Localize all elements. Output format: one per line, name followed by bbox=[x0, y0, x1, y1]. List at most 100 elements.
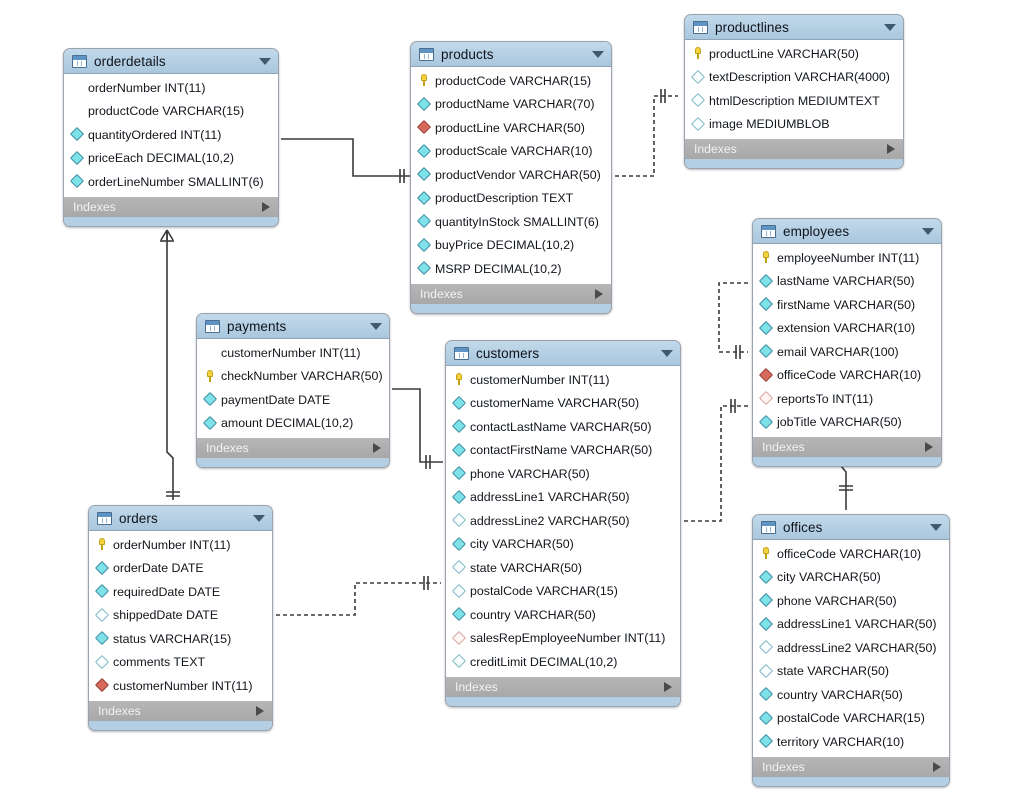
chevron-right-icon[interactable] bbox=[925, 442, 933, 452]
column-row[interactable]: productLine VARCHAR(50) bbox=[685, 42, 903, 66]
column-row[interactable]: addressLine2 VARCHAR(50) bbox=[446, 509, 680, 533]
column-row[interactable]: shippedDate DATE bbox=[89, 604, 272, 628]
column-row[interactable]: creditLimit DECIMAL(10,2) bbox=[446, 650, 680, 674]
column-row[interactable]: phone VARCHAR(50) bbox=[446, 462, 680, 486]
chevron-right-icon[interactable] bbox=[933, 761, 941, 772]
column-row[interactable]: jobTitle VARCHAR(50) bbox=[753, 411, 941, 435]
column-row[interactable]: htmlDescription MEDIUMTEXT bbox=[685, 89, 903, 113]
column-row[interactable]: productCode VARCHAR(15) bbox=[64, 100, 278, 124]
chevron-down-icon[interactable] bbox=[259, 57, 271, 65]
column-row[interactable]: productCode VARCHAR(15) bbox=[411, 69, 611, 93]
table-header-orderdetails[interactable]: orderdetails bbox=[64, 49, 278, 74]
chevron-down-icon[interactable] bbox=[253, 514, 265, 522]
column-row[interactable]: phone VARCHAR(50) bbox=[753, 589, 949, 613]
indexes-section-customers[interactable]: Indexes bbox=[446, 675, 680, 697]
column-row[interactable]: MSRP DECIMAL(10,2) bbox=[411, 257, 611, 281]
column-row[interactable]: comments TEXT bbox=[89, 651, 272, 675]
column-row[interactable]: state VARCHAR(50) bbox=[753, 660, 949, 684]
table-header-productlines[interactable]: productlines bbox=[685, 15, 903, 40]
indexes-section-offices[interactable]: Indexes bbox=[753, 755, 949, 777]
column-row[interactable]: country VARCHAR(50) bbox=[753, 683, 949, 707]
column-row[interactable]: customerName VARCHAR(50) bbox=[446, 392, 680, 416]
column-row[interactable]: addressLine1 VARCHAR(50) bbox=[446, 486, 680, 510]
indexes-section-orderdetails[interactable]: Indexes bbox=[64, 195, 278, 217]
chevron-right-icon[interactable] bbox=[262, 201, 270, 212]
column-row[interactable]: city VARCHAR(50) bbox=[446, 533, 680, 557]
column-row[interactable]: quantityOrdered INT(11) bbox=[64, 123, 278, 147]
chevron-right-icon[interactable] bbox=[256, 705, 264, 716]
indexes-section-payments[interactable]: Indexes bbox=[197, 437, 389, 458]
chevron-down-icon[interactable] bbox=[884, 23, 896, 31]
column-row[interactable]: paymentDate DATE bbox=[197, 388, 389, 412]
column-row[interactable]: status VARCHAR(15) bbox=[89, 627, 272, 651]
table-header-orders[interactable]: orders bbox=[89, 506, 272, 531]
table-header-products[interactable]: products bbox=[411, 42, 611, 67]
column-row[interactable]: orderNumber INT(11) bbox=[64, 76, 278, 100]
chevron-down-icon[interactable] bbox=[922, 227, 934, 235]
table-header-customers[interactable]: customers bbox=[446, 341, 680, 366]
column-row[interactable]: requiredDate DATE bbox=[89, 580, 272, 604]
column-row[interactable]: lastName VARCHAR(50) bbox=[753, 270, 941, 294]
chevron-right-icon[interactable] bbox=[595, 288, 603, 299]
indexes-section-orders[interactable]: Indexes bbox=[89, 699, 272, 721]
column-row[interactable]: customerNumber INT(11) bbox=[89, 674, 272, 698]
column-row[interactable]: extension VARCHAR(10) bbox=[753, 317, 941, 341]
indexes-section-productlines[interactable]: Indexes bbox=[685, 138, 903, 159]
table-header-offices[interactable]: offices bbox=[753, 515, 949, 540]
column-row[interactable]: addressLine2 VARCHAR(50) bbox=[753, 636, 949, 660]
column-row[interactable]: orderDate DATE bbox=[89, 557, 272, 581]
column-row[interactable]: buyPrice DECIMAL(10,2) bbox=[411, 234, 611, 258]
column-row[interactable]: priceEach DECIMAL(10,2) bbox=[64, 147, 278, 171]
column-row[interactable]: employeeNumber INT(11) bbox=[753, 246, 941, 270]
column-row[interactable]: firstName VARCHAR(50) bbox=[753, 293, 941, 317]
column-row[interactable]: productScale VARCHAR(10) bbox=[411, 140, 611, 164]
column-row[interactable]: state VARCHAR(50) bbox=[446, 556, 680, 580]
column-row[interactable]: checkNumber VARCHAR(50) bbox=[197, 365, 389, 389]
column-row[interactable]: productVendor VARCHAR(50) bbox=[411, 163, 611, 187]
column-row[interactable]: customerNumber INT(11) bbox=[197, 341, 389, 365]
column-row[interactable]: orderLineNumber SMALLINT(6) bbox=[64, 170, 278, 194]
column-row[interactable]: postalCode VARCHAR(15) bbox=[446, 580, 680, 604]
chevron-down-icon[interactable] bbox=[661, 349, 673, 357]
column-row[interactable]: contactFirstName VARCHAR(50) bbox=[446, 439, 680, 463]
column-row[interactable]: city VARCHAR(50) bbox=[753, 566, 949, 590]
column-row[interactable]: postalCode VARCHAR(15) bbox=[753, 707, 949, 731]
column-row[interactable]: image MEDIUMBLOB bbox=[685, 113, 903, 137]
column-row[interactable]: country VARCHAR(50) bbox=[446, 603, 680, 627]
column-row[interactable]: textDescription VARCHAR(4000) bbox=[685, 66, 903, 90]
column-row[interactable]: amount DECIMAL(10,2) bbox=[197, 412, 389, 436]
column-row[interactable]: email VARCHAR(100) bbox=[753, 340, 941, 364]
table-header-payments[interactable]: payments bbox=[197, 314, 389, 339]
column-row[interactable]: reportsTo INT(11) bbox=[753, 387, 941, 411]
column-row[interactable]: officeCode VARCHAR(10) bbox=[753, 364, 941, 388]
column-row[interactable]: officeCode VARCHAR(10) bbox=[753, 542, 949, 566]
column-row[interactable]: productDescription TEXT bbox=[411, 187, 611, 211]
chevron-down-icon[interactable] bbox=[370, 322, 382, 330]
chevron-down-icon[interactable] bbox=[592, 50, 604, 58]
table-header-employees[interactable]: employees bbox=[753, 219, 941, 244]
indexes-section-products[interactable]: Indexes bbox=[411, 282, 611, 304]
column-row[interactable]: orderNumber INT(11) bbox=[89, 533, 272, 557]
column-row[interactable]: productLine VARCHAR(50) bbox=[411, 116, 611, 140]
column-row[interactable]: productName VARCHAR(70) bbox=[411, 93, 611, 117]
chevron-down-icon[interactable] bbox=[930, 523, 942, 531]
chevron-right-icon[interactable] bbox=[664, 681, 672, 692]
chevron-right-icon[interactable] bbox=[373, 443, 381, 453]
column-row[interactable]: customerNumber INT(11) bbox=[446, 368, 680, 392]
column-row[interactable]: salesRepEmployeeNumber INT(11) bbox=[446, 627, 680, 651]
column-row[interactable]: quantityInStock SMALLINT(6) bbox=[411, 210, 611, 234]
indexes-section-employees[interactable]: Indexes bbox=[753, 436, 941, 457]
column-row[interactable]: territory VARCHAR(10) bbox=[753, 730, 949, 754]
column-row[interactable]: addressLine1 VARCHAR(50) bbox=[753, 613, 949, 637]
chevron-right-icon[interactable] bbox=[887, 144, 895, 154]
column-row[interactable]: contactLastName VARCHAR(50) bbox=[446, 415, 680, 439]
